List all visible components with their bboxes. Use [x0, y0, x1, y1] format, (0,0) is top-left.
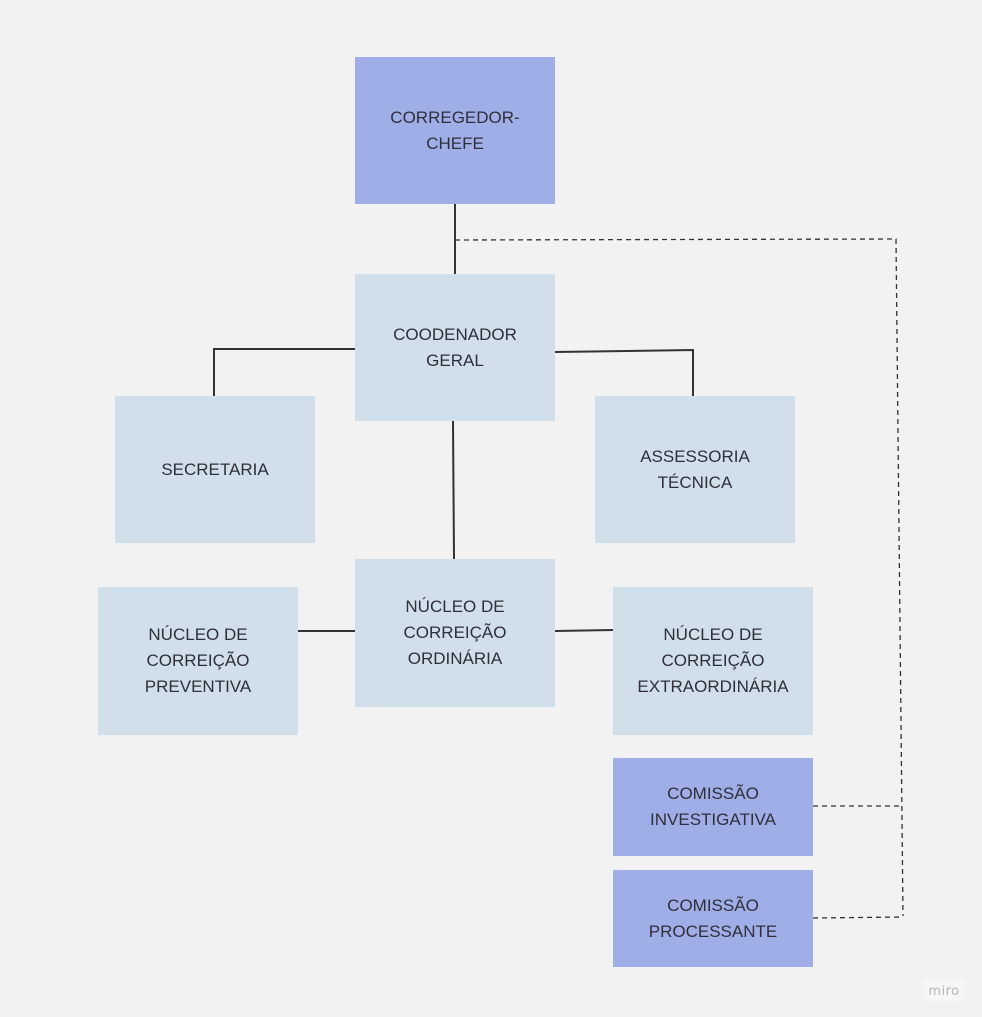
node-nucleo-preventiva[interactable]: NÚCLEO DE CORREIÇÃO PREVENTIVA [98, 587, 298, 735]
connector-coordenador-secretaria [213, 348, 355, 396]
node-label: COODENADOR GERAL [393, 324, 517, 370]
node-comissao-processante[interactable]: COMISSÃO PROCESSANTE [613, 870, 813, 967]
node-coordenador-geral[interactable]: COODENADOR GERAL [355, 274, 555, 421]
node-label: NÚCLEO DE CORREIÇÃO EXTRAORDINÁRIA [637, 625, 789, 696]
connector-ordinaria-extraordinaria [554, 629, 614, 632]
watermark-text: miro [928, 983, 960, 999]
dashed-connector-processante [812, 916, 904, 919]
node-label: ASSESSORIA TÉCNICA [640, 446, 750, 492]
node-comissao-investigativa[interactable]: COMISSÃO INVESTIGATIVA [613, 758, 813, 856]
miro-watermark: miro [923, 980, 965, 1002]
connector-coordenador-ordinaria [452, 420, 455, 560]
node-corregedor-chefe[interactable]: CORREGEDOR-CHEFE [355, 57, 555, 204]
node-nucleo-ordinaria[interactable]: NÚCLEO DE CORREIÇÃO ORDINÁRIA [355, 559, 555, 707]
node-assessoria-tecnica[interactable]: ASSESSORIA TÉCNICA [595, 396, 795, 543]
node-label: COMISSÃO PROCESSANTE [648, 895, 778, 941]
node-label: CORREGEDOR-CHEFE [390, 107, 520, 153]
node-nucleo-extraordinaria[interactable]: NÚCLEO DE CORREIÇÃO EXTRAORDINÁRIA [613, 587, 813, 735]
node-label: NÚCLEO DE CORREIÇÃO ORDINÁRIA [403, 597, 507, 668]
node-secretaria[interactable]: SECRETARIA [115, 396, 315, 543]
node-label: NÚCLEO DE CORREIÇÃO PREVENTIVA [144, 625, 252, 696]
node-label: COMISSÃO INVESTIGATIVA [650, 784, 776, 829]
node-label: SECRETARIA [161, 459, 269, 479]
connector-coordenador-assessoria [554, 348, 694, 396]
